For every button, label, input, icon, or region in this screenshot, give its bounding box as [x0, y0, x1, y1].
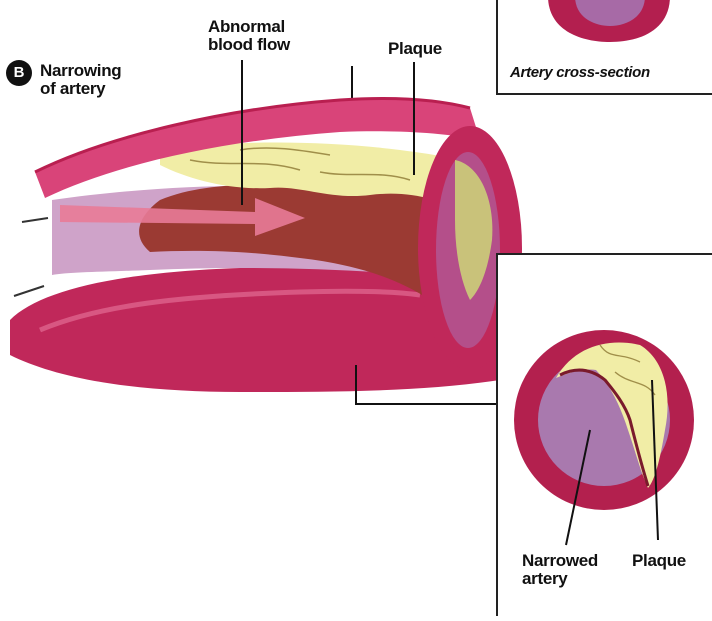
panel-badge: B [6, 60, 32, 86]
label-abnormal-flow-line2: blood flow [208, 36, 290, 54]
entry-streaks [14, 218, 48, 296]
label-artery-cross-section: Artery cross-section [510, 64, 650, 82]
label-plaque-inset: Plaque [632, 552, 686, 570]
panel-title-line2: of artery [40, 80, 105, 98]
artery-longitudinal-section [10, 98, 522, 392]
panel-title-line1: Narrowing [40, 62, 121, 80]
label-plaque-top: Plaque [388, 40, 442, 58]
label-narrowed-artery-line1: Narrowed [522, 552, 598, 570]
label-narrowed-artery-line2: artery [522, 570, 567, 588]
label-abnormal-flow-line1: Abnormal [208, 18, 285, 36]
